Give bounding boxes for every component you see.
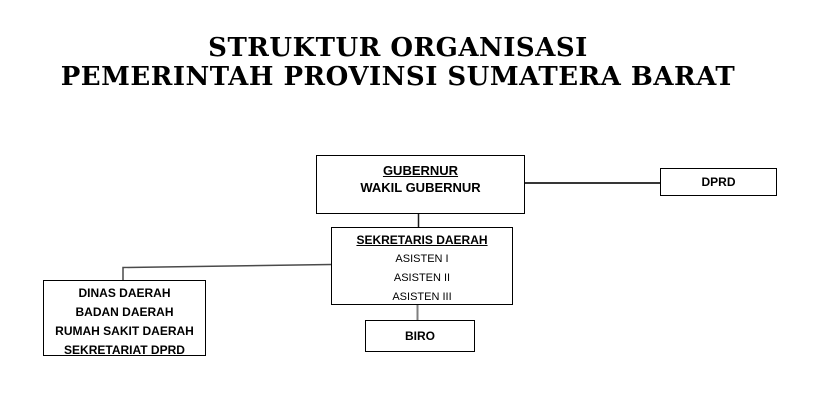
node-dprd-label: DPRD	[701, 175, 736, 189]
diagram-title-line2: PEMERINTAH PROVINSI SUMATERA BARAT	[60, 62, 736, 92]
diagram-title: STRUKTUR ORGANISASI PEMERINTAH PROVINSI …	[0, 34, 796, 92]
node-perangkat-daerah: DINAS DAERAH BADAN DAERAH RUMAH SAKIT DA…	[43, 280, 206, 357]
node-sekretaris-title: SEKRETARIS DAERAH	[356, 233, 488, 247]
node-sekretaris-daerah: SEKRETARIS DAERAH ASISTEN I ASISTEN II A…	[331, 227, 513, 305]
node-biro-label: BIRO	[405, 329, 435, 343]
diagram-title-line1: STRUKTUR ORGANISASI	[208, 33, 588, 63]
node-asisten-3: ASISTEN III	[392, 291, 452, 303]
node-asisten-2: ASISTEN II	[393, 272, 451, 284]
node-perangkat-line2: BADAN DAERAH	[75, 305, 174, 319]
node-asisten-1: ASISTEN I	[395, 253, 449, 265]
node-perangkat-line1: DINAS DAERAH	[78, 286, 171, 300]
node-biro: BIRO	[365, 320, 475, 352]
connector-sekretaris-perangkat	[122, 263, 332, 281]
node-gubernur-title: GUBERNUR	[382, 163, 459, 178]
node-perangkat-line4: SEKRETARIAT DPRD	[64, 343, 185, 357]
node-dprd: DPRD	[660, 168, 777, 196]
node-gubernur-subtitle: WAKIL GUBERNUR	[360, 180, 481, 195]
node-gubernur: GUBERNUR WAKIL GUBERNUR	[316, 155, 525, 214]
node-perangkat-line3: RUMAH SAKIT DAERAH	[55, 324, 194, 338]
